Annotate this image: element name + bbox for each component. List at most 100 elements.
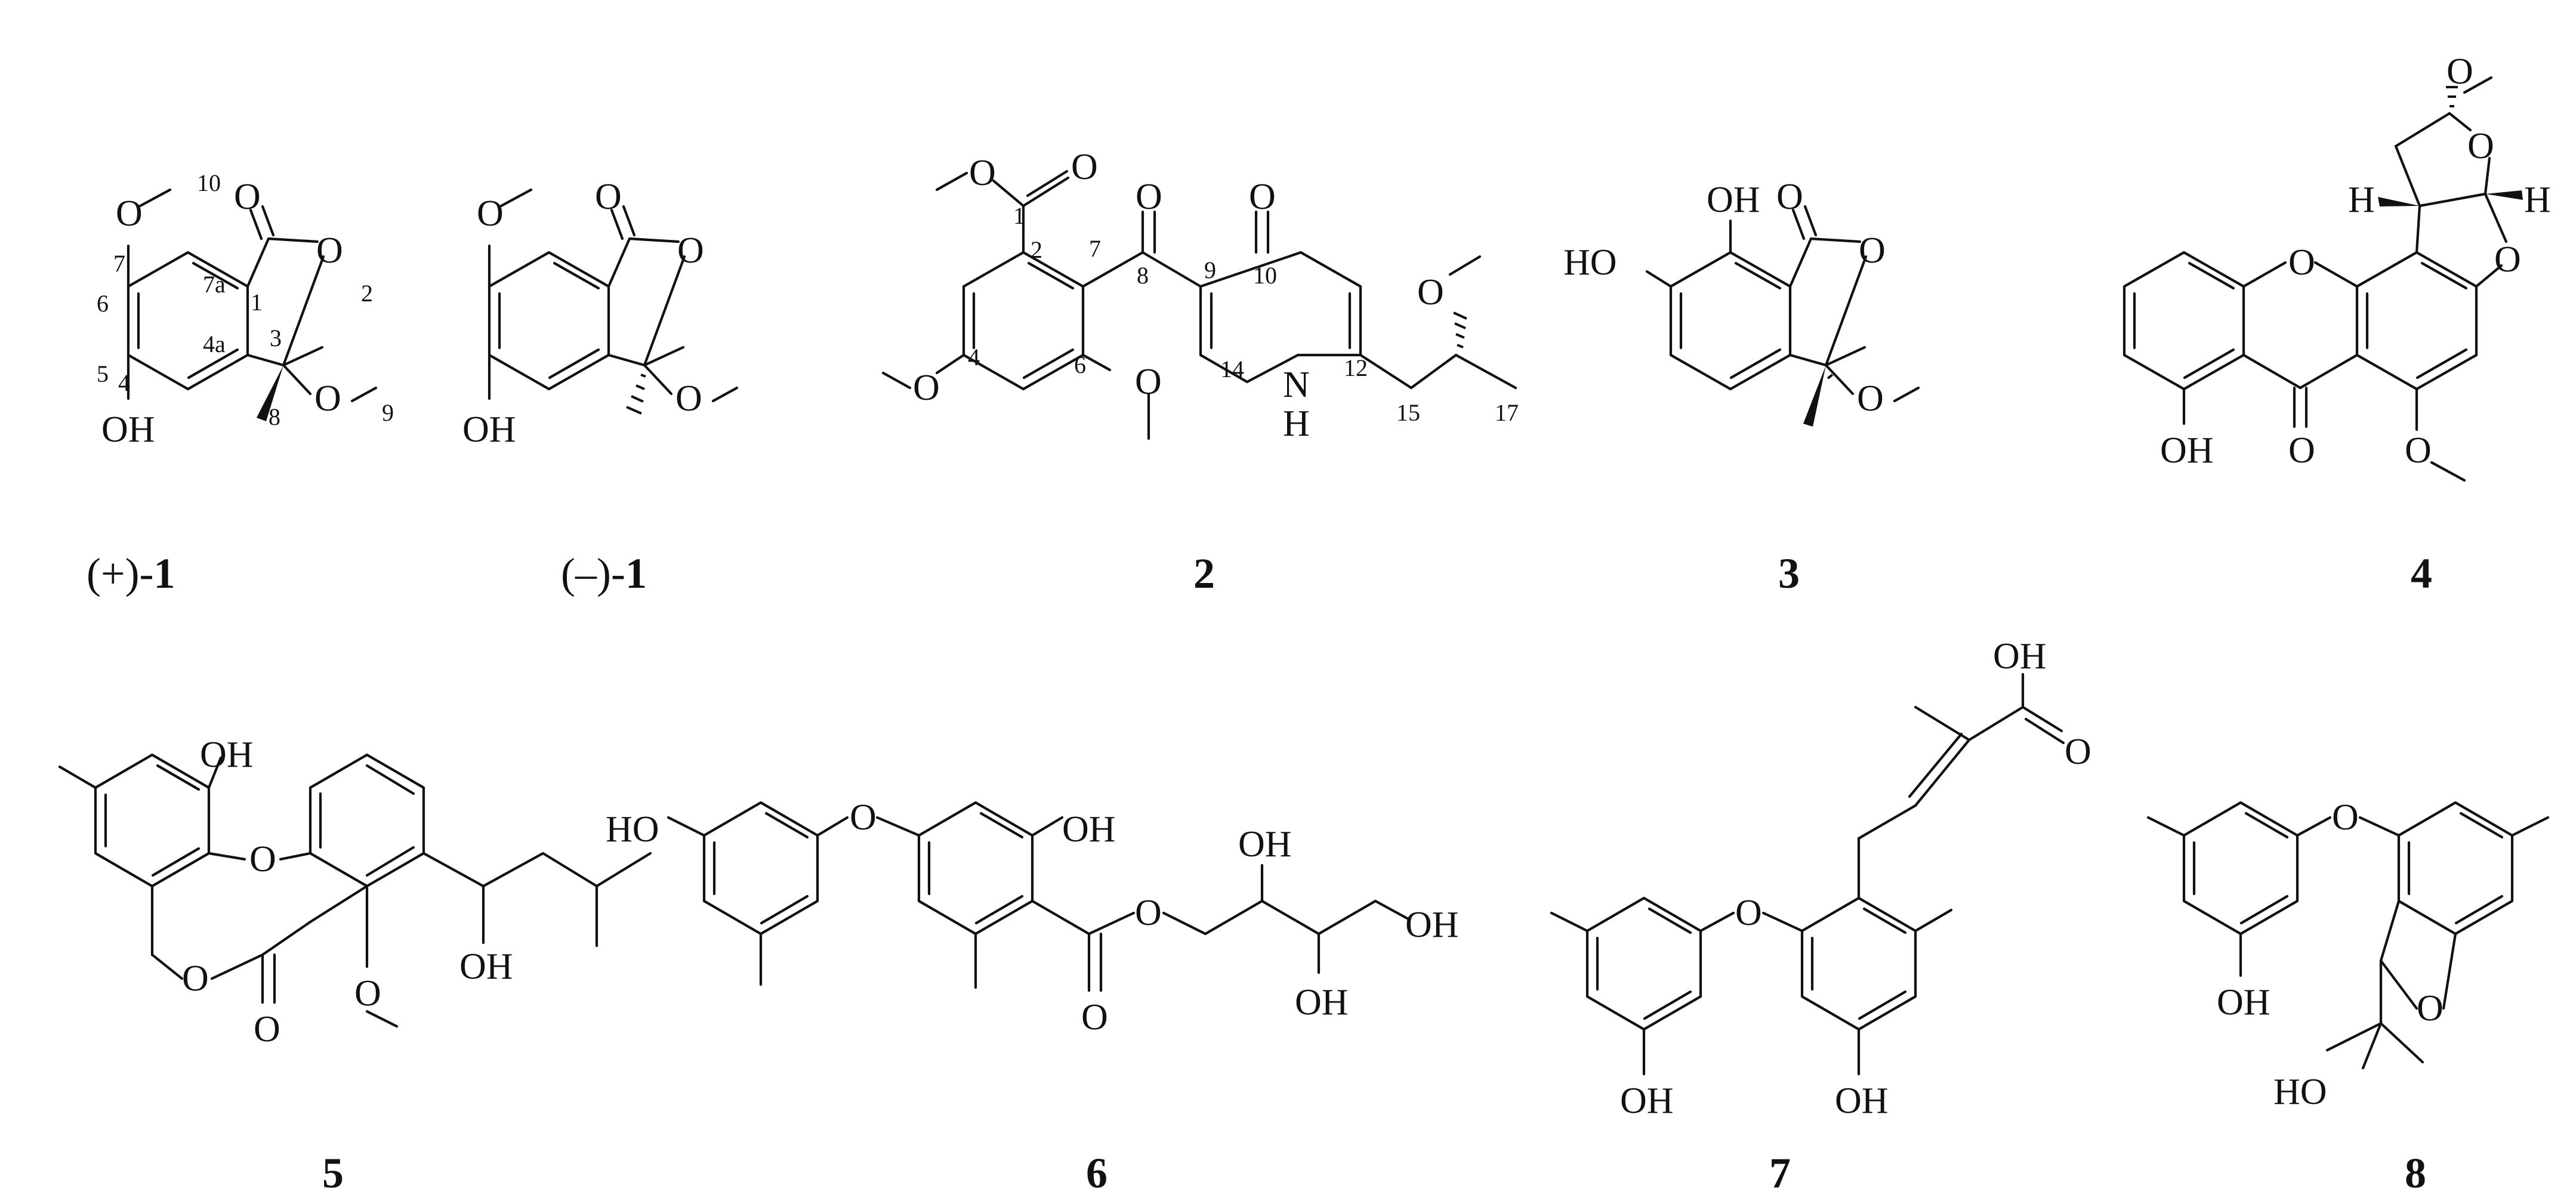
atom-o: O [254,1009,280,1050]
locant: 4 [968,344,980,371]
compound-label-8: 8 [2405,1149,2426,1197]
atom-oh: OH [1238,824,1292,865]
atom-o: O [316,230,343,271]
atom-oh: OH [459,946,513,987]
locant: 10 [1253,262,1277,289]
locant: 7a [203,271,226,298]
atom-o: O [677,230,704,271]
atom-oh: OH [1993,636,2047,677]
locant: 15 [1396,399,1420,426]
atom-o: O [2405,430,2432,471]
locant: 7 [1089,235,1101,262]
atom-o: O [2417,988,2444,1029]
atom-o: O [969,153,996,193]
structure-1-plus-ring [107,149,388,483]
structure-8 [2146,801,2550,1070]
locant: 4 [118,369,130,396]
locant: 1 [251,289,263,316]
atom-oh: OH [462,409,516,450]
atom-oh: OH [1620,1081,1674,1121]
locant: 12 [1344,354,1368,381]
atom-o: O [234,177,261,217]
atom-o: O [2447,51,2473,92]
locant: 2 [1031,236,1042,263]
atom-h: H [1283,403,1310,444]
atom-o: O [2467,126,2494,166]
locant: 1 [1013,202,1025,229]
atom-o: O [249,839,276,880]
atom-oh: OH [1405,905,1459,945]
structure-6 [667,801,1410,992]
atom-oh: OH [1835,1081,1889,1121]
compound-label-6: 6 [1086,1149,1107,1197]
atom-ho: HO [2273,1072,2327,1112]
structure-3 [1645,205,1920,427]
atom-o: O [182,958,209,999]
compound-label-2: 2 [1193,550,1215,597]
atom-o: O [1859,230,1886,271]
atom-o: O [116,193,143,234]
atom-ho: HO [1563,242,1617,283]
structure-7 [1550,672,2065,1076]
atom-oh: OH [2217,982,2270,1023]
locant: 9 [1204,257,1216,283]
atom-o: O [1135,893,1162,933]
locant: 9 [382,399,394,426]
atom-o: O [1735,893,1762,933]
atom-o: O [1857,378,1884,419]
atom-o: O [1071,147,1098,187]
atom-o: O [1081,997,1108,1038]
atom-o: O [2288,242,2315,283]
atom-o: O [2494,239,2521,280]
atom-oh: OH [1707,180,1760,220]
atom-n: N [1283,365,1310,405]
atom-o: O [477,193,504,234]
structure-5 [58,753,652,1028]
compound-label-4: 4 [2411,550,2432,597]
locant: 7 [113,250,125,277]
atom-h: H [2348,180,2375,220]
atom-o: O [1136,177,1162,217]
locant: 4a [203,331,226,357]
structure-4 [2122,76,2523,482]
locant: 2 [361,280,373,307]
compound-label-7: 7 [1769,1149,1791,1197]
atom-o: O [2065,732,2091,772]
atom-ho: HO [606,809,659,850]
locant: 8 [269,403,280,430]
atom-oh: OH [2160,430,2214,471]
locant: 10 [197,169,221,196]
compound-label-1-plus: (+)-1 [87,550,175,597]
atom-o: O [1135,362,1162,402]
compound-label-1-minus: (–)-1 [561,550,647,597]
atom-h: H [2524,180,2551,220]
atom-o: O [354,973,381,1014]
atom-o: O [1776,177,1803,217]
atom-o: O [913,368,940,408]
locant: 6 [97,290,109,317]
atom-o: O [595,177,622,217]
atom-o: O [1249,177,1276,217]
locant: 14 [1220,356,1244,382]
locant: 8 [1137,262,1149,289]
compound-label-5: 5 [322,1149,344,1197]
structure-1-minus [488,188,739,415]
atom-oh: OH [101,409,155,450]
atom-oh: OH [1295,982,1349,1023]
locant: 3 [270,325,282,351]
atom-oh: OH [200,735,254,775]
locant: 6 [1074,351,1086,378]
locant: 5 [97,360,109,387]
atom-o: O [850,797,877,838]
atom-o: O [314,378,341,419]
atom-o: O [1417,272,1444,313]
atom-o: O [2288,430,2315,471]
structure-2 [881,169,1517,440]
atom-o: O [2332,797,2359,838]
atom-o: O [675,378,702,419]
atom-oh: OH [1062,809,1116,850]
locant: 17 [1495,399,1519,426]
compound-label-3: 3 [1778,550,1800,597]
